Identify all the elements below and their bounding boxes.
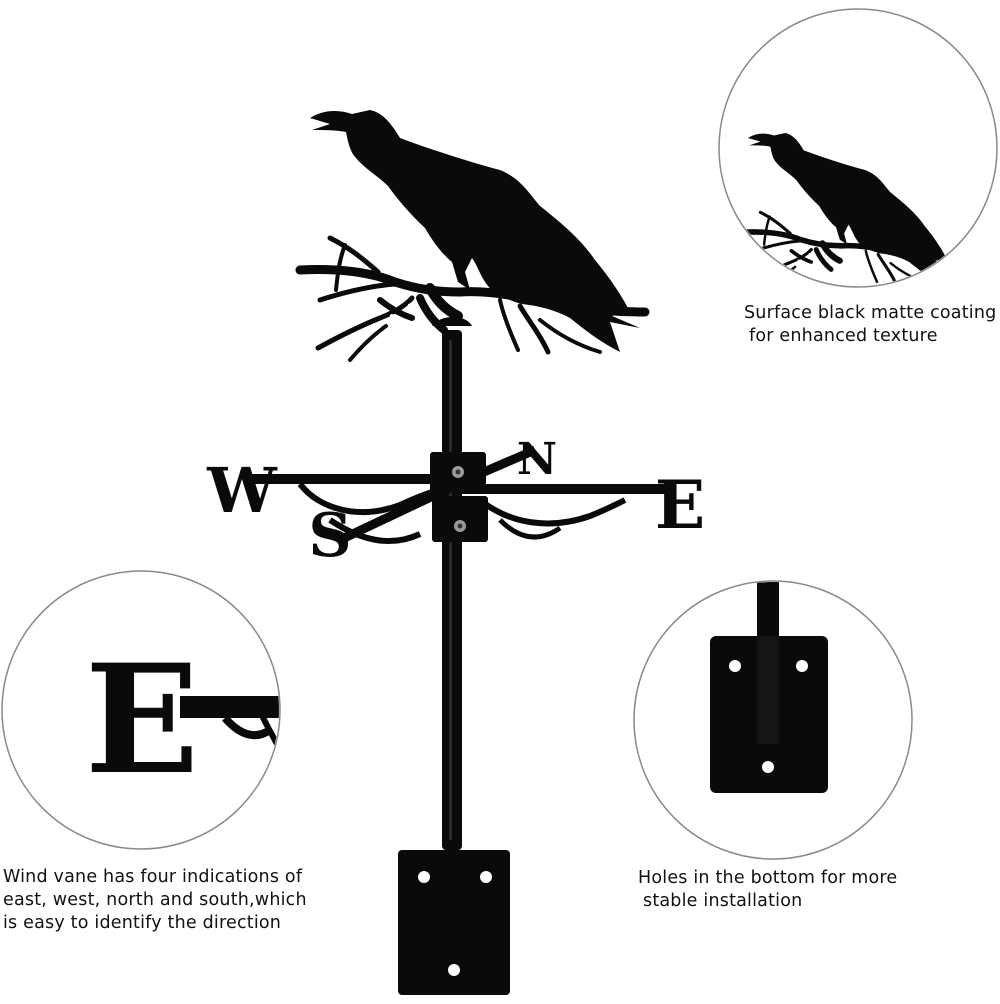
callout-coating	[718, 8, 998, 288]
caption-coating: Surface black matte coating for enhanced…	[744, 302, 996, 348]
caption-holes: Holes in the bottom for more stable inst…	[638, 867, 897, 913]
raven-silhouette	[300, 110, 645, 360]
caption-line: stable installation	[643, 891, 803, 911]
letter-east-detail: E	[85, 632, 199, 808]
callout-holes	[633, 580, 913, 860]
letter-east: E	[655, 466, 705, 544]
caption-line: is easy to identify the direction	[3, 913, 282, 933]
mount-hole	[762, 761, 774, 773]
pole-highlight	[449, 340, 452, 840]
caption-line: Surface black matte coating	[744, 303, 997, 323]
caption-line: Wind vane has four indications of	[3, 867, 303, 887]
mount-hole	[418, 871, 430, 883]
mount-hole	[729, 660, 741, 672]
caption-line: Holes in the bottom for more	[638, 868, 898, 888]
mounting-plate	[398, 850, 510, 995]
mount-hole	[448, 964, 460, 976]
weather-vane-product: W E N S	[206, 110, 705, 995]
letter-north: N	[517, 434, 557, 485]
caption-line: east, west, north and south,which	[3, 890, 307, 910]
mount-hole	[480, 871, 492, 883]
topper-cap	[432, 317, 472, 326]
letter-south: S	[308, 501, 351, 571]
letter-west: W	[206, 454, 278, 527]
mount-hole	[796, 660, 808, 672]
direction-arms	[250, 445, 670, 545]
caption-line: for enhanced texture	[749, 326, 938, 346]
hub-bracket	[430, 452, 488, 542]
callout-directions: E	[1, 570, 281, 850]
caption-directions: Wind vane has four indications of east, …	[3, 866, 307, 935]
